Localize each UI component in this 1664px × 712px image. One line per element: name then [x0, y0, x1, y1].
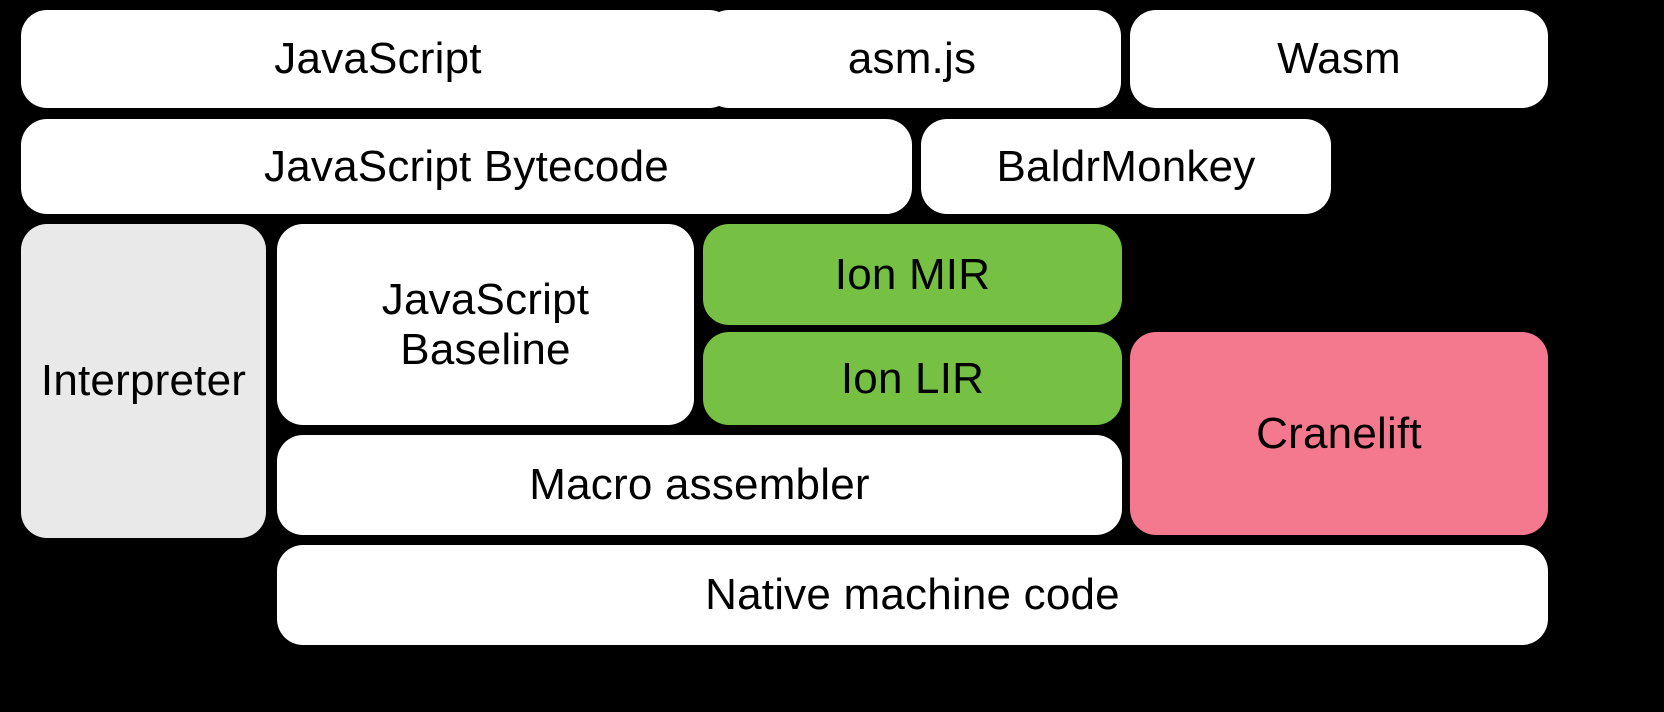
- node-baldrmonkey[interactable]: BaldrMonkey: [921, 119, 1331, 214]
- node-ion-mir[interactable]: Ion MIR: [703, 224, 1122, 325]
- node-macro-assembler[interactable]: Macro assembler: [277, 435, 1122, 535]
- node-wasm[interactable]: Wasm: [1130, 10, 1548, 108]
- node-native-machine-code[interactable]: Native machine code: [277, 545, 1548, 645]
- node-ion-mir-label: Ion MIR: [834, 249, 991, 299]
- node-asm-js-label: asm.js: [847, 34, 977, 84]
- node-javascript[interactable]: JavaScript: [21, 10, 735, 108]
- node-baldrmonkey-label: BaldrMonkey: [996, 141, 1256, 191]
- node-wasm-label: Wasm: [1277, 34, 1401, 84]
- node-cranelift[interactable]: Cranelift: [1130, 332, 1548, 535]
- node-javascript-baseline-label: JavaScript Baseline: [381, 275, 590, 374]
- node-ion-lir[interactable]: Ion LIR: [703, 332, 1122, 425]
- node-javascript-bytecode[interactable]: JavaScript Bytecode: [21, 119, 912, 214]
- node-macro-assembler-label: Macro assembler: [529, 460, 870, 510]
- node-javascript-baseline[interactable]: JavaScript Baseline: [277, 224, 694, 425]
- node-cranelift-label: Cranelift: [1256, 408, 1422, 458]
- node-javascript-label: JavaScript: [274, 34, 482, 84]
- node-interpreter-label: Interpreter: [40, 356, 247, 406]
- node-ion-lir-label: Ion LIR: [840, 353, 985, 403]
- node-native-machine-code-label: Native machine code: [705, 570, 1120, 620]
- node-asm-js[interactable]: asm.js: [703, 10, 1121, 108]
- node-javascript-bytecode-label: JavaScript Bytecode: [264, 141, 669, 191]
- node-interpreter[interactable]: Interpreter: [21, 224, 266, 538]
